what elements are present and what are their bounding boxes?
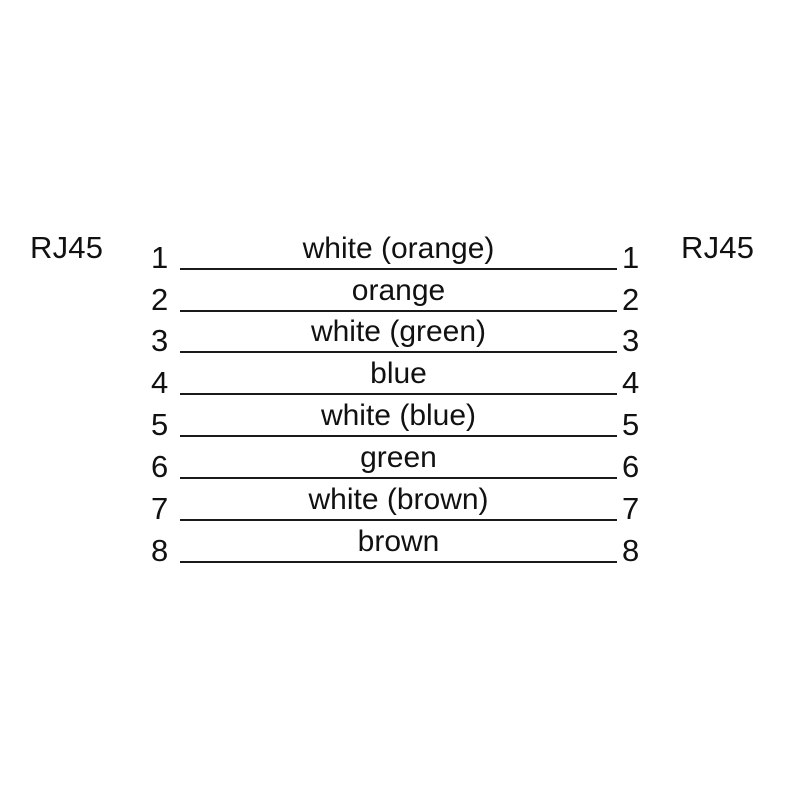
pin-number-left: 2	[151, 282, 169, 317]
wire-label: orange	[351, 274, 446, 307]
pin-number-right: 3	[622, 323, 640, 358]
pin-number-left: 1	[151, 240, 169, 275]
wire-line	[180, 393, 617, 395]
wire-label: blue	[370, 357, 427, 390]
pin-number-left: 7	[151, 491, 169, 526]
wire-line	[180, 519, 617, 521]
wire-label: white (orange)	[302, 232, 495, 265]
wire-line	[180, 561, 617, 563]
pin-number-right: 2	[622, 282, 640, 317]
pin-number-left: 8	[151, 533, 169, 568]
wire-label: white (brown)	[308, 483, 489, 516]
pin-number-left: 4	[151, 365, 169, 400]
pin-number-right: 4	[622, 365, 640, 400]
wire-line	[180, 268, 617, 270]
wire-line	[180, 310, 617, 312]
pin-number-right: 6	[622, 449, 640, 484]
pin-number-left: 6	[151, 449, 169, 484]
connector-right-label: RJ45	[681, 230, 755, 265]
wire-line	[180, 477, 617, 479]
pin-number-right: 8	[622, 533, 640, 568]
wire-line	[180, 351, 617, 353]
pin-number-right: 7	[622, 491, 640, 526]
pin-number-left: 3	[151, 323, 169, 358]
wire-label: white (green)	[310, 315, 487, 348]
wire-label: green	[360, 441, 437, 474]
wire-label: white (blue)	[320, 399, 477, 432]
wire-label: brown	[357, 525, 440, 558]
pin-number-right: 5	[622, 407, 640, 442]
pin-number-right: 1	[622, 240, 640, 275]
pin-number-left: 5	[151, 407, 169, 442]
wire-line	[180, 435, 617, 437]
connector-left-label: RJ45	[30, 230, 104, 265]
